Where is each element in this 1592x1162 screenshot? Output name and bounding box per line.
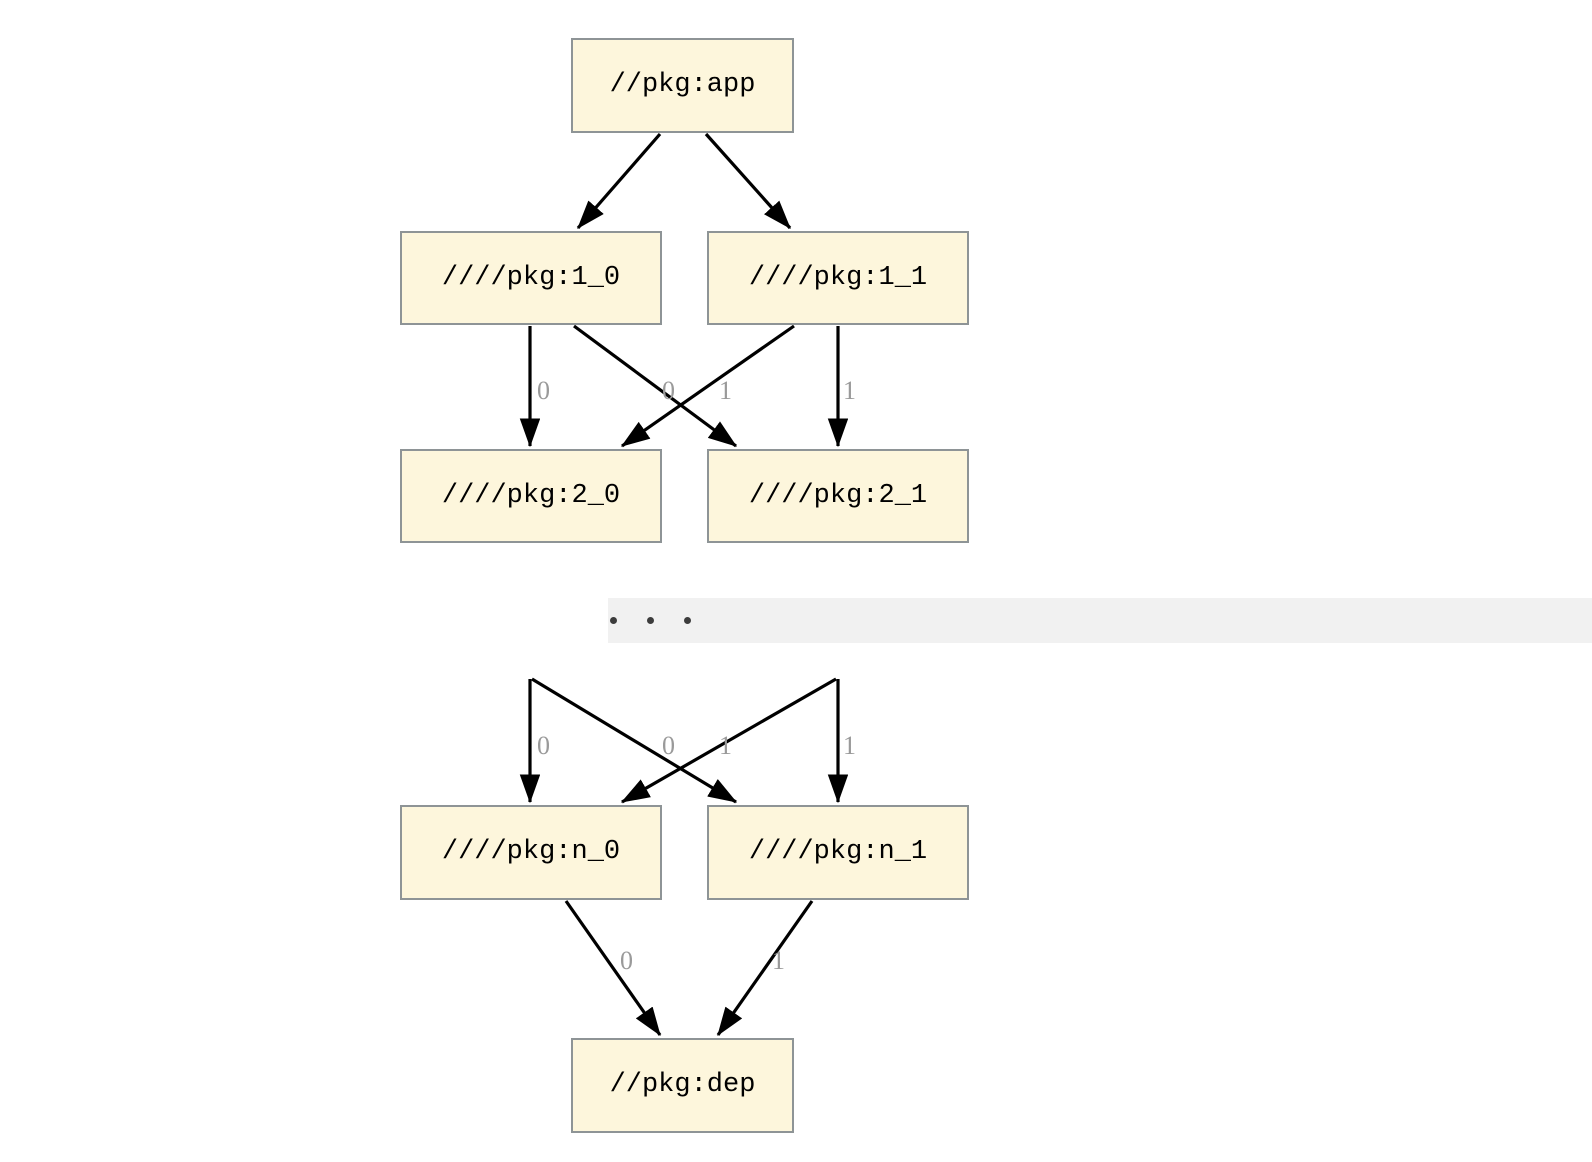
ellipsis-dot [684, 617, 691, 624]
edge-ln_0-to-dep [564, 900, 662, 1037]
node-label: //pkg:dep [609, 1070, 756, 1100]
edge-label: 1 [772, 946, 785, 975]
ellipsis-dot [610, 617, 617, 624]
edge-upstream-to-ln_1 [531, 677, 738, 804]
edge-label: 1 [843, 731, 856, 760]
edge-app-to-l1_0 [576, 132, 662, 230]
edge-l1_1-to-l2_0 [620, 324, 795, 448]
ellipsis-dots [610, 617, 721, 624]
node-label: //pkg:app [609, 70, 756, 100]
ellipsis-separator-band [608, 598, 1592, 643]
node-l1_0[interactable]: ////pkg:1_0 [400, 231, 662, 325]
node-label: ////pkg:n_0 [441, 837, 621, 867]
edge-label: 0 [537, 731, 550, 760]
edge-label: 1 [719, 731, 732, 760]
node-app[interactable]: //pkg:app [571, 38, 794, 133]
node-l2_1[interactable]: ////pkg:2_1 [707, 449, 969, 543]
node-label: ////pkg:n_1 [748, 837, 928, 867]
edge-label: 1 [719, 376, 732, 405]
node-label: ////pkg:1_1 [748, 262, 928, 293]
node-ln_1[interactable]: ////pkg:n_1 [707, 805, 969, 900]
node-label: ////pkg:1_0 [441, 262, 621, 293]
node-l2_0[interactable]: ////pkg:2_0 [400, 449, 662, 543]
node-label: ////pkg:2_0 [441, 480, 621, 511]
node-label: ////pkg:2_1 [748, 480, 928, 511]
edge-label: 0 [537, 376, 550, 405]
edge-app-to-l1_1 [704, 132, 792, 230]
edge-label: 1 [843, 376, 856, 405]
edge-ln_1-to-dep [716, 900, 814, 1037]
edge-label: 0 [662, 731, 675, 760]
edges-group [519, 132, 849, 1037]
node-dep[interactable]: //pkg:dep [571, 1038, 794, 1133]
ellipsis-dot [647, 617, 654, 624]
edge-upstream-to-ln_0 [620, 677, 837, 804]
node-l1_1[interactable]: ////pkg:1_1 [707, 231, 969, 325]
edge-l1_0-to-l2_1 [573, 324, 738, 448]
edge-label: 0 [620, 946, 633, 975]
node-ln_0[interactable]: ////pkg:n_0 [400, 805, 662, 900]
edge-label: 0 [662, 376, 675, 405]
